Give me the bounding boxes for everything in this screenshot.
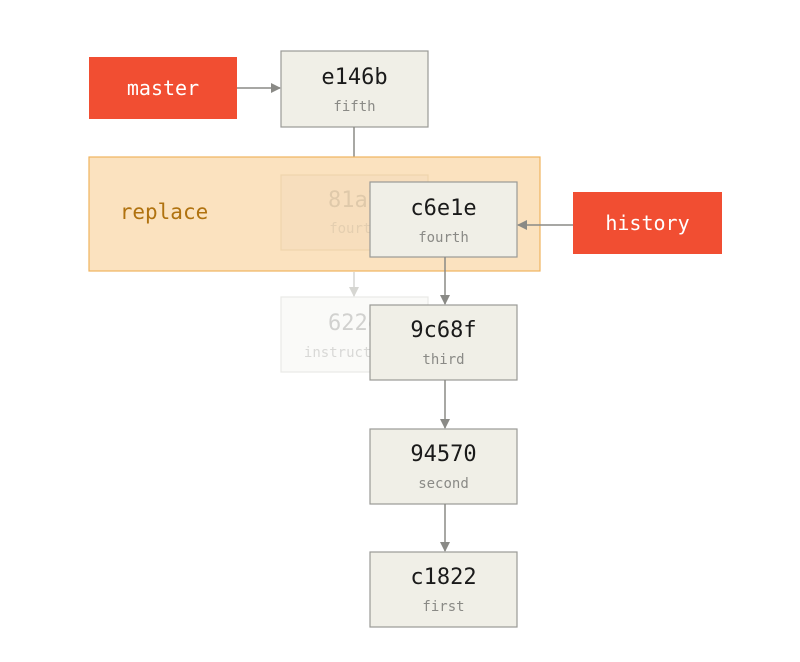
ghost-commit-message: fourth (329, 221, 380, 237)
commit-message: first (422, 599, 464, 615)
commit-hash: e146b (321, 65, 387, 90)
commit-hash: c6e1e (410, 196, 476, 221)
commit-hash: 94570 (410, 442, 476, 467)
history-branch-label: history (573, 192, 722, 254)
replace-label: replace (120, 200, 209, 224)
commit-c1822: c1822 first (369, 551, 518, 628)
commit-c6e1e: c6e1e fourth (369, 181, 518, 258)
commit-94570: 94570 second (369, 428, 518, 505)
master-branch-label: master (89, 57, 237, 119)
commit-message: fifth (333, 99, 375, 115)
commit-message: third (422, 352, 464, 368)
commit-9c68f: 9c68f third (369, 304, 518, 381)
commit-hash: 9c68f (410, 318, 476, 343)
history-branch-text: history (605, 211, 689, 235)
commit-hash: c1822 (410, 565, 476, 590)
commit-message: second (418, 476, 469, 492)
commit-message: fourth (418, 230, 469, 246)
master-branch-text: master (127, 76, 199, 100)
commit-e146b: e146b fifth (280, 50, 429, 128)
